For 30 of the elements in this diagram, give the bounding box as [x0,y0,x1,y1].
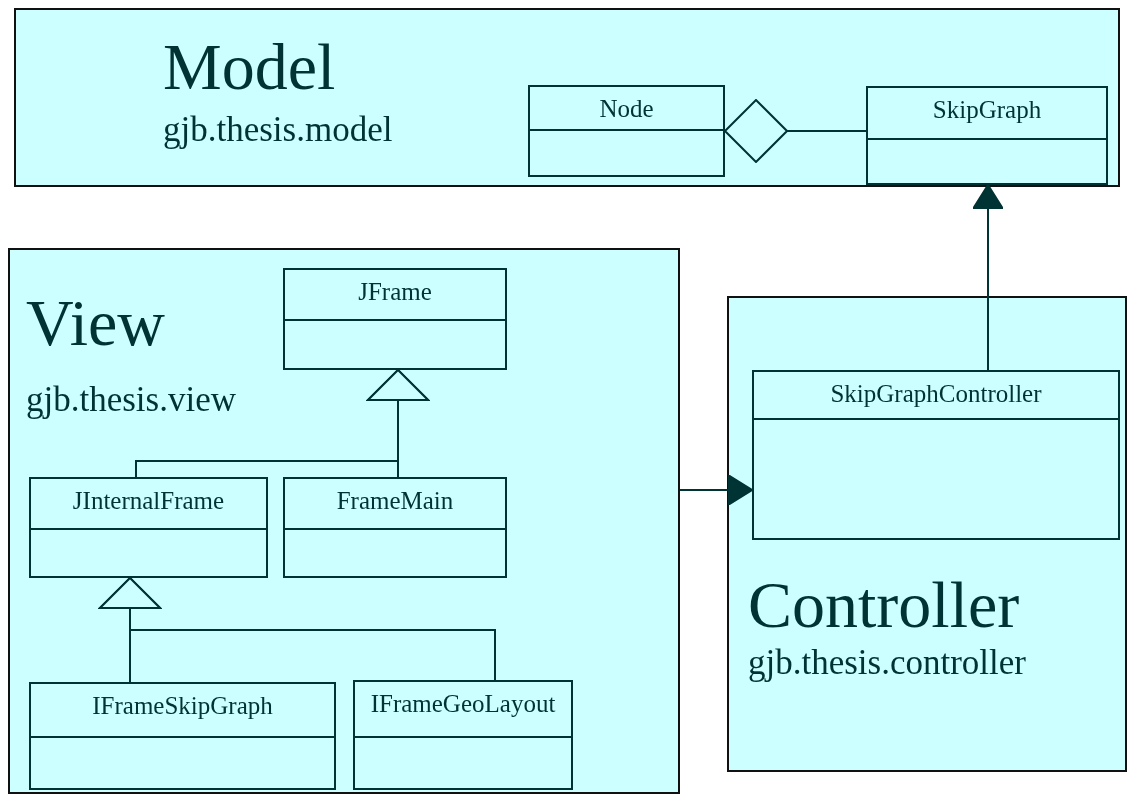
package-panel [8,248,680,794]
class-name: Node [530,87,723,131]
class-name: FrameMain [285,479,505,530]
class-name: SkipGraphController [754,372,1118,420]
association-arrow [679,474,753,506]
package-name: Controller [748,572,1020,638]
class-name: JInternalFrame [31,479,266,530]
package-panel [727,296,1127,772]
class-name: IFrameSkipGraph [31,684,334,738]
class-box [752,370,1120,540]
package-panel [14,8,1120,187]
class-box [866,86,1108,185]
package-path: gjb.thesis.controller [748,645,1026,680]
class-name: JFrame [285,270,505,321]
association-arrow [972,184,1004,371]
class-box [283,477,507,578]
class-box [29,477,268,578]
class-name: IFrameGeoLayout [355,682,571,738]
generalization-arrow [99,577,496,681]
aggregation-line [724,99,867,163]
generalization-arrow [367,369,429,478]
package-name: View [26,290,165,356]
class-box [353,680,573,790]
class-name: SkipGraph [868,88,1106,140]
package-path: gjb.thesis.model [163,112,393,147]
class-box [283,268,507,370]
package-name: Model [163,34,336,100]
class-box [528,85,725,177]
package-path: gjb.thesis.view [26,382,236,417]
class-box [29,682,336,790]
